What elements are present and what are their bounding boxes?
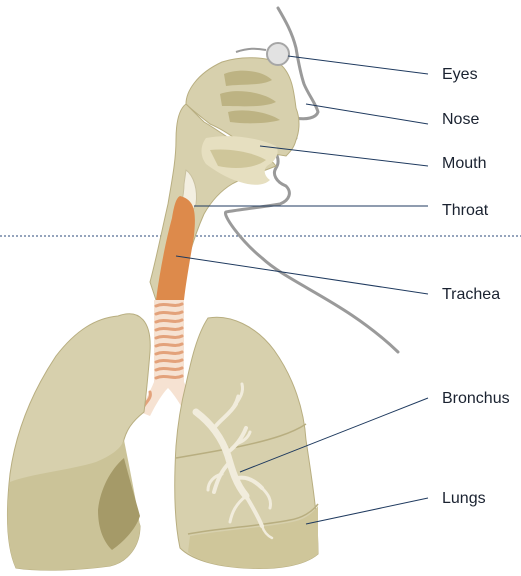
eyes-leader-line	[288, 56, 428, 74]
label-trachea: Trachea	[442, 286, 500, 303]
lungs-leader-line	[306, 498, 428, 524]
label-lungs: Lungs	[442, 490, 486, 507]
label-nose: Nose	[442, 111, 479, 128]
label-bronchus: Bronchus	[442, 390, 510, 407]
trachea-leader-line	[176, 256, 428, 294]
label-eyes: Eyes	[442, 66, 478, 83]
eye-ball	[267, 43, 289, 65]
nose-leader-line	[306, 104, 428, 124]
label-mouth: Mouth	[442, 155, 486, 172]
label-throat: Throat	[442, 202, 489, 219]
brow-line	[236, 49, 266, 52]
